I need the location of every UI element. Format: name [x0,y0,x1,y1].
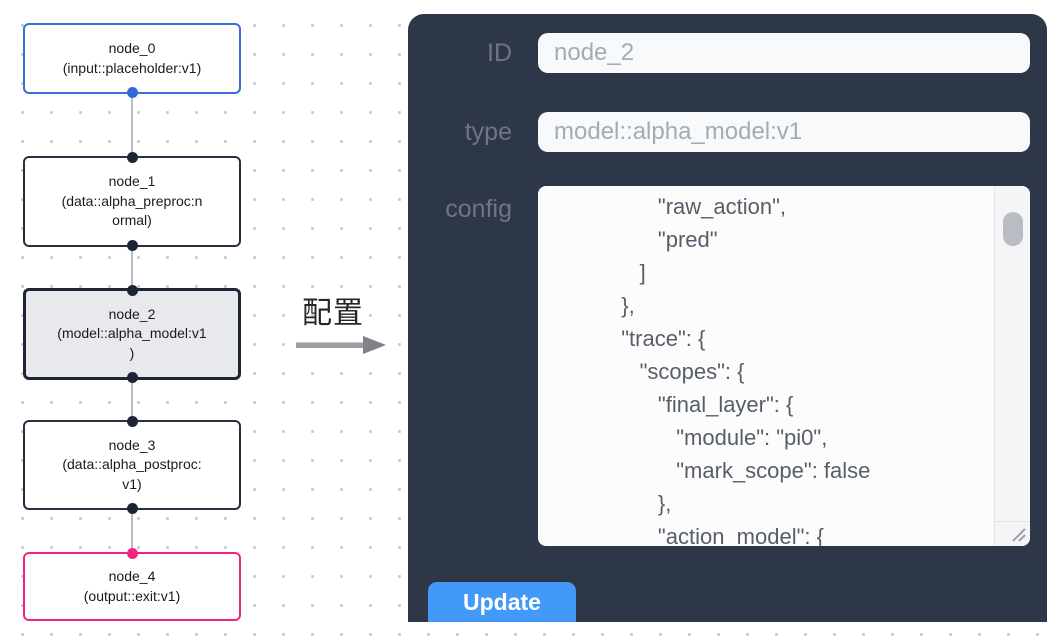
scrollbar-track[interactable] [994,186,1030,546]
flow-edge [131,510,133,552]
output-port[interactable] [126,503,138,514]
output-port[interactable] [126,240,138,251]
input-port[interactable] [126,416,138,427]
right-arrow-icon [296,336,386,354]
node-subtitle: (model::alpha_model:v1 [57,325,207,342]
flow-edge [131,94,133,156]
id-field-label: ID [487,39,512,67]
flow-node-node_2-selected[interactable]: node_2 (model::alpha_model:v1 ) [23,285,241,383]
node-label: node_4 (output::exit:v1) [25,567,239,606]
node-subtitle: ormal) [112,212,152,229]
node-subtitle: v1) [122,475,142,492]
update-button[interactable]: Update [428,582,576,622]
output-port[interactable] [126,372,138,383]
output-port[interactable] [126,87,138,98]
flow-node-node_1[interactable]: node_1 (data::alpha_preproc:n ormal) [23,152,241,251]
flow-node-node_3[interactable]: node_3 (data::alpha_postproc: v1) [23,416,241,514]
resize-handle-icon[interactable] [1008,524,1028,544]
transfer-label: 配置 [302,297,364,330]
node-title: node_4 [108,568,156,584]
flow-edge [131,380,133,420]
node-title: node_1 [108,173,156,190]
config-field-label: config [445,195,512,223]
node-subtitle: (data::alpha_postproc: [62,456,202,473]
node-label: node_2 (model::alpha_model:v1 ) [26,305,238,364]
node-title: node_3 [108,436,156,453]
flow-node-node_0[interactable]: node_0 (input::placeholder:v1) [23,23,241,98]
node-title: node_2 [108,305,156,322]
node-label: node_3 (data::alpha_postproc: v1) [25,436,239,495]
config-panel: ID type config "raw_action", "pred" ] },… [408,14,1047,622]
node-label: node_1 (data::alpha_preproc:n ormal) [25,172,239,231]
id-input[interactable] [538,33,1030,73]
node-title: node_0 [108,40,156,56]
scrollbar-corner-divider [995,521,1030,522]
flow-edge [131,247,133,288]
node-subtitle: (input::placeholder:v1) [62,59,202,76]
input-port[interactable] [126,152,138,163]
node-subtitle: (output::exit:v1) [83,587,181,604]
type-input[interactable] [538,112,1030,152]
scrollbar-thumb[interactable] [1003,212,1023,246]
node-subtitle: ) [129,344,135,361]
node-subtitle: (data::alpha_preproc:n [61,192,203,209]
transfer-annotation: 配置 [296,297,392,354]
node-label: node_0 (input::placeholder:v1) [25,39,239,78]
input-port[interactable] [126,285,138,296]
type-field-label: type [464,118,512,146]
config-textarea[interactable]: "raw_action", "pred" ] }, "trace": { "sc… [538,186,1030,546]
flow-node-node_4[interactable]: node_4 (output::exit:v1) [23,548,241,621]
input-port[interactable] [126,548,138,559]
config-json-content: "raw_action", "pred" ] }, "trace": { "sc… [621,194,871,546]
